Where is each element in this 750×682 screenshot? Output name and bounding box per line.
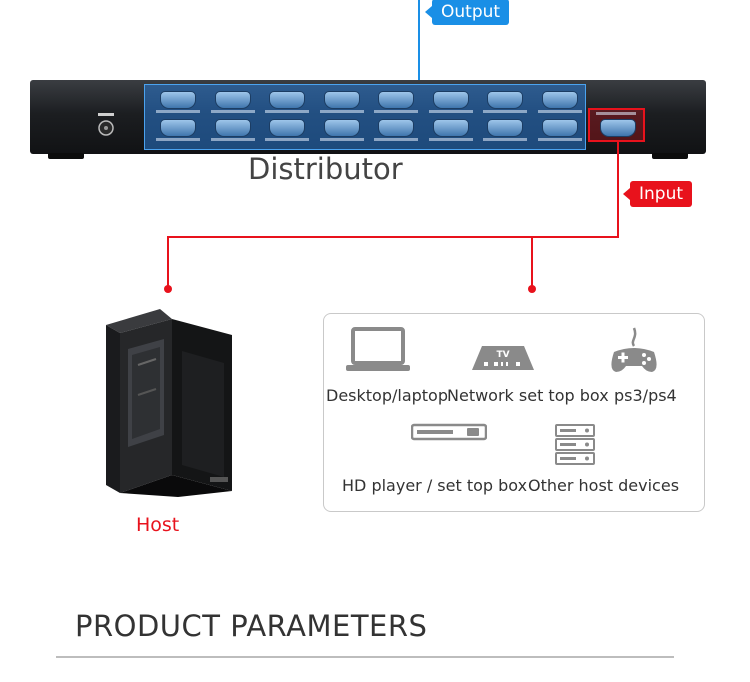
device-label-desktop-laptop: Desktop/laptop [326, 386, 448, 405]
hd-player-icon [411, 423, 487, 441]
host-label: Host [136, 514, 180, 536]
device-label-hd-player: HD player / set top box [342, 476, 528, 495]
vga-port-label [156, 138, 200, 141]
input-branch-line [167, 236, 619, 238]
power-port-icon [98, 113, 114, 136]
output-label: Output [441, 2, 501, 22]
vga-port-label [265, 138, 309, 141]
vga-port-label [265, 110, 309, 113]
vga-port [323, 119, 360, 137]
vga-port [541, 119, 578, 137]
vga-port [432, 91, 469, 109]
vga-port-label [428, 138, 473, 141]
vga-port-label [319, 110, 364, 113]
input-line [617, 142, 619, 238]
vga-port-label [483, 110, 527, 113]
device-label-other-host-devices: Other host devices [528, 476, 680, 495]
vga-port-label [483, 138, 527, 141]
pc-tower-icon [106, 309, 232, 497]
vga-port [432, 119, 469, 137]
vga-port-label [537, 138, 582, 141]
distributor-label: Distributor [248, 152, 403, 186]
section-title: PRODUCT PARAMETERS [75, 609, 428, 643]
server-icon [555, 424, 595, 465]
host-branch-dot [164, 285, 172, 293]
section-divider [56, 656, 674, 658]
vga-port [214, 119, 251, 137]
vga-port [214, 91, 251, 109]
vga-port [160, 91, 196, 109]
vga-port [378, 119, 414, 137]
vga-port [323, 91, 360, 109]
vga-port [487, 119, 523, 137]
device-label-ps3-ps4: ps3/ps4 [614, 386, 677, 405]
laptop-icon [346, 327, 410, 371]
input-label: Input [639, 184, 684, 204]
tv-box-icon: TV [472, 346, 534, 370]
vga-port-label [428, 110, 473, 113]
input-tag: Input [622, 181, 693, 207]
vga-port [487, 91, 523, 109]
vga-port [541, 91, 578, 109]
vga-port-label [374, 138, 418, 141]
vga-port [160, 119, 196, 137]
vga-port [378, 91, 414, 109]
output-tag: Output [424, 0, 510, 25]
devices-branch-line [531, 236, 533, 288]
host-branch-line [167, 236, 169, 288]
svg-text:TV: TV [496, 350, 509, 360]
vga-port-label [537, 110, 582, 113]
devices-branch-dot [528, 285, 536, 293]
vga-port-label [210, 138, 255, 141]
output-line [418, 0, 420, 82]
vga-port-label [319, 138, 364, 141]
vga-port-label [210, 110, 255, 113]
gamepad-icon [611, 327, 657, 372]
device-label-network-set-top-box: Network set top box [447, 386, 609, 405]
vga-port-label [156, 110, 200, 113]
vga-port [269, 119, 305, 137]
vga-port [269, 91, 305, 109]
vga-input-port [588, 108, 645, 142]
vga-port-label [374, 110, 418, 113]
